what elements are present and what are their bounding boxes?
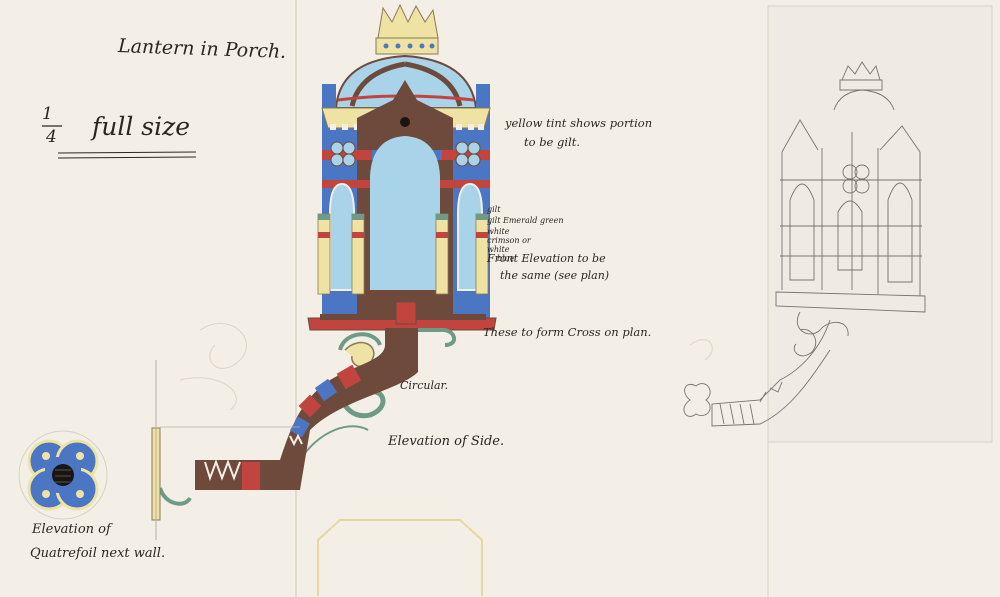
color-note: gilt	[487, 205, 501, 214]
side-elevation-label: Elevation of Side.	[388, 434, 505, 449]
color-note: gilt Emerald green	[487, 216, 564, 225]
front-elevation-note-line1: Front Elevation to be	[487, 252, 606, 265]
quatrefoil-label-line1: Elevation of	[32, 522, 111, 537]
cross-plan-note: These to form Cross on plan.	[483, 325, 652, 339]
faint-pencil-sketch	[179, 322, 713, 411]
scale-label: full size	[92, 112, 191, 141]
side-quatrefoils	[330, 141, 481, 167]
color-note: white	[487, 227, 510, 236]
scale-numerator: 1	[42, 104, 53, 124]
gilt-note-line2: to be gilt.	[524, 135, 581, 149]
circular-label: Circular.	[400, 379, 449, 392]
crown-band	[375, 37, 439, 55]
left-window	[329, 182, 355, 291]
plan-outline	[317, 519, 483, 596]
lantern-front-elevation	[307, 3, 497, 331]
quatrefoil-label-line2: Quatrefoil next wall.	[30, 546, 166, 561]
gilt-note-line1: yellow tint shows portion	[505, 116, 653, 130]
crown-finial	[377, 3, 439, 39]
scale-denominator: 4	[46, 127, 57, 147]
pencil-sketch-lantern	[683, 61, 926, 427]
color-note: white	[487, 245, 510, 254]
bracket-elevation	[151, 327, 456, 540]
crown-dots	[383, 43, 435, 49]
central-window	[370, 136, 440, 290]
quatrefoil-elevation	[18, 430, 108, 520]
attached-sheet	[767, 5, 993, 443]
scale-underline	[57, 151, 197, 154]
front-elevation-note-line2: the same (see plan)	[500, 269, 610, 282]
columns	[317, 213, 489, 295]
scale-underline-2	[57, 156, 197, 159]
color-note: blue	[497, 254, 515, 263]
color-note: crimson or	[487, 236, 531, 245]
